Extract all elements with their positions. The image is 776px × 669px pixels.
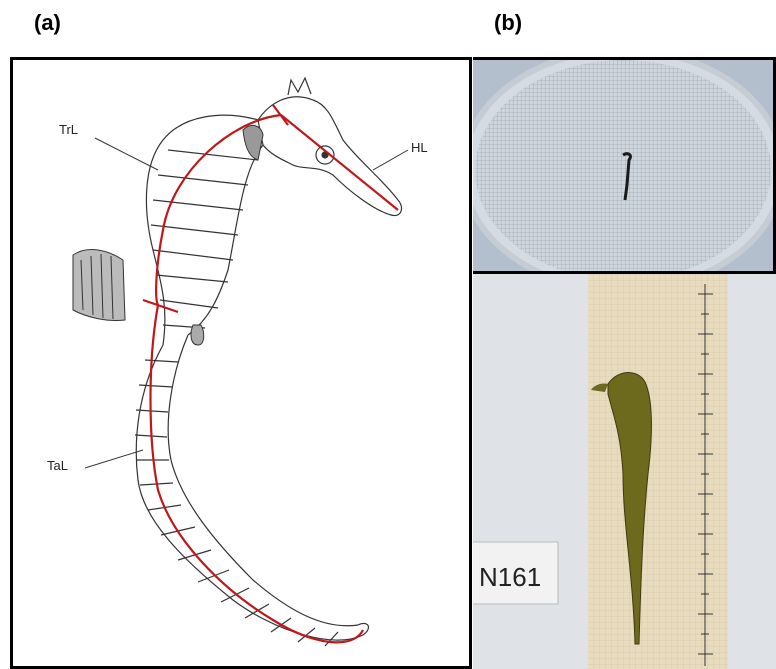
- specimen-image: N161: [473, 274, 776, 669]
- seahorse-diagram-panel: TrL HL TaL: [10, 57, 472, 669]
- callout-trunk-length: TrL: [59, 122, 78, 137]
- callout-tail-length: TaL: [47, 458, 68, 473]
- head-length-line: [281, 115, 398, 210]
- petri-dish-image: [473, 60, 773, 271]
- specimen-tag-text: N161: [479, 562, 541, 592]
- panel-b-label: (b): [494, 10, 522, 36]
- callout-head-length: HL: [411, 140, 428, 155]
- seahorse-outline: [135, 78, 402, 646]
- specimen-photo: N161: [473, 271, 776, 669]
- panel-a-label: (a): [34, 10, 61, 36]
- tail-length-line: [151, 305, 364, 642]
- anal-fin: [191, 325, 204, 345]
- seahorse-drawing: [13, 60, 469, 666]
- pectoral-fin: [243, 125, 263, 160]
- measurement-lines: [143, 105, 398, 642]
- petri-dish-photo: [473, 57, 776, 271]
- dorsal-fin: [73, 250, 125, 321]
- callout-leaders: [85, 138, 408, 468]
